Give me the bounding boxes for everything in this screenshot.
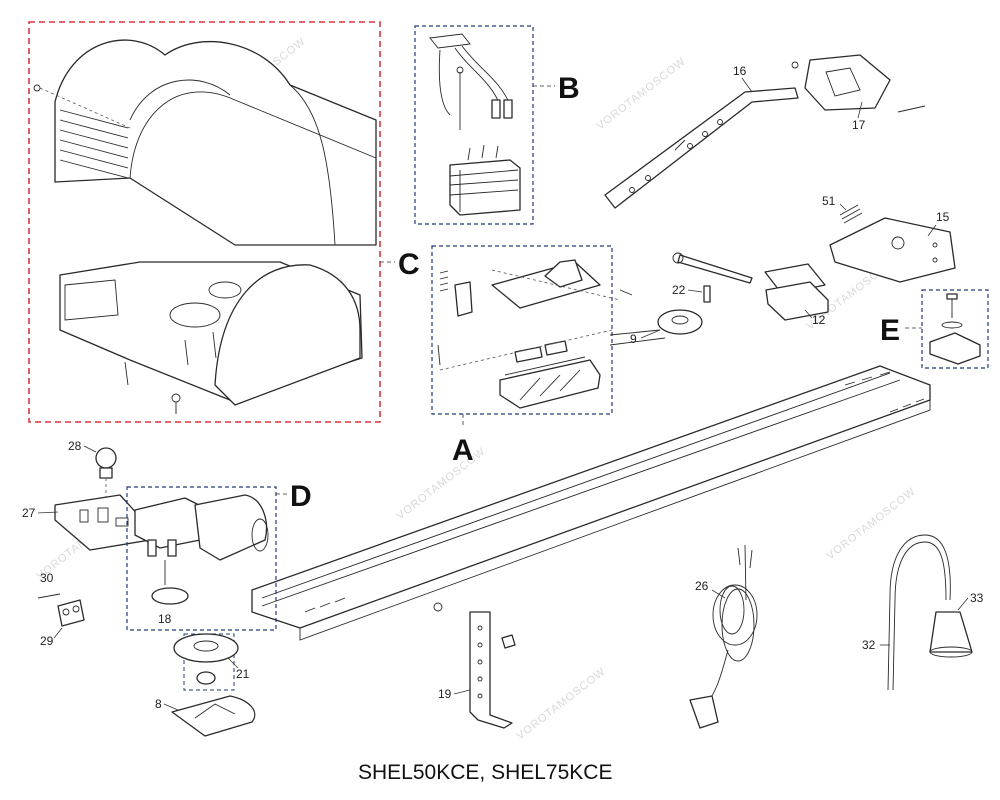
door-arm: [604, 54, 926, 209]
part-12: 12: [812, 313, 826, 327]
group-d-label: D: [276, 480, 312, 513]
label-c: C: [398, 248, 420, 281]
group-a-label: A: [452, 414, 474, 467]
part-9: 9: [630, 332, 637, 346]
group-d: [126, 486, 277, 631]
part-17: 17: [852, 118, 866, 132]
part-18: 18: [158, 612, 172, 626]
idler-sprocket: [609, 309, 703, 346]
part-8: 8: [155, 697, 162, 711]
watermark: VOROTAMOSCOW: [824, 485, 918, 562]
group-d-frame: [126, 486, 277, 631]
part-28: 28: [68, 439, 82, 453]
part-27: 27: [22, 506, 36, 520]
group-c-frame: [28, 21, 381, 423]
group-e: [921, 289, 989, 369]
diagram-title: SHEL50KCE, SHEL75KCE: [358, 761, 612, 784]
part-16: 16: [733, 64, 747, 78]
group-a: [431, 245, 633, 415]
group-b-frame: [414, 25, 534, 225]
group-a-frame: [431, 245, 613, 415]
rail: [251, 365, 931, 641]
group-b-label: B: [533, 72, 580, 105]
part-19: 19: [438, 687, 452, 701]
header-bracket: [672, 204, 956, 321]
release-handle: [887, 534, 973, 691]
drive-sprocket: [173, 633, 239, 691]
watermark: VOROTAMOSCOW: [514, 665, 608, 742]
part-15: 15: [936, 210, 950, 224]
label-d: D: [290, 480, 312, 513]
part-33: 33: [970, 591, 984, 605]
label-e: E: [880, 314, 900, 347]
light-lens: [171, 695, 256, 737]
group-e-label: E: [880, 314, 922, 347]
hanger-bracket: [433, 602, 516, 729]
terminal-block: [37, 593, 85, 627]
part-32: 32: [862, 638, 876, 652]
label-a: A: [452, 434, 474, 467]
part-29: 29: [40, 634, 54, 648]
watermark: VOROTAMOSCOW: [594, 55, 688, 132]
group-e-frame: [921, 289, 989, 369]
part-51: 51: [822, 194, 836, 208]
group-c-label: C: [380, 248, 420, 281]
power-cord: [689, 544, 758, 729]
part-26: 26: [695, 579, 709, 593]
label-b: B: [558, 72, 580, 105]
group-b: [414, 25, 534, 225]
part-30: 30: [40, 571, 54, 585]
part-22: 22: [672, 283, 686, 297]
part-21: 21: [236, 667, 250, 681]
group-c: [28, 21, 381, 423]
lamp-and-board: [54, 447, 153, 551]
